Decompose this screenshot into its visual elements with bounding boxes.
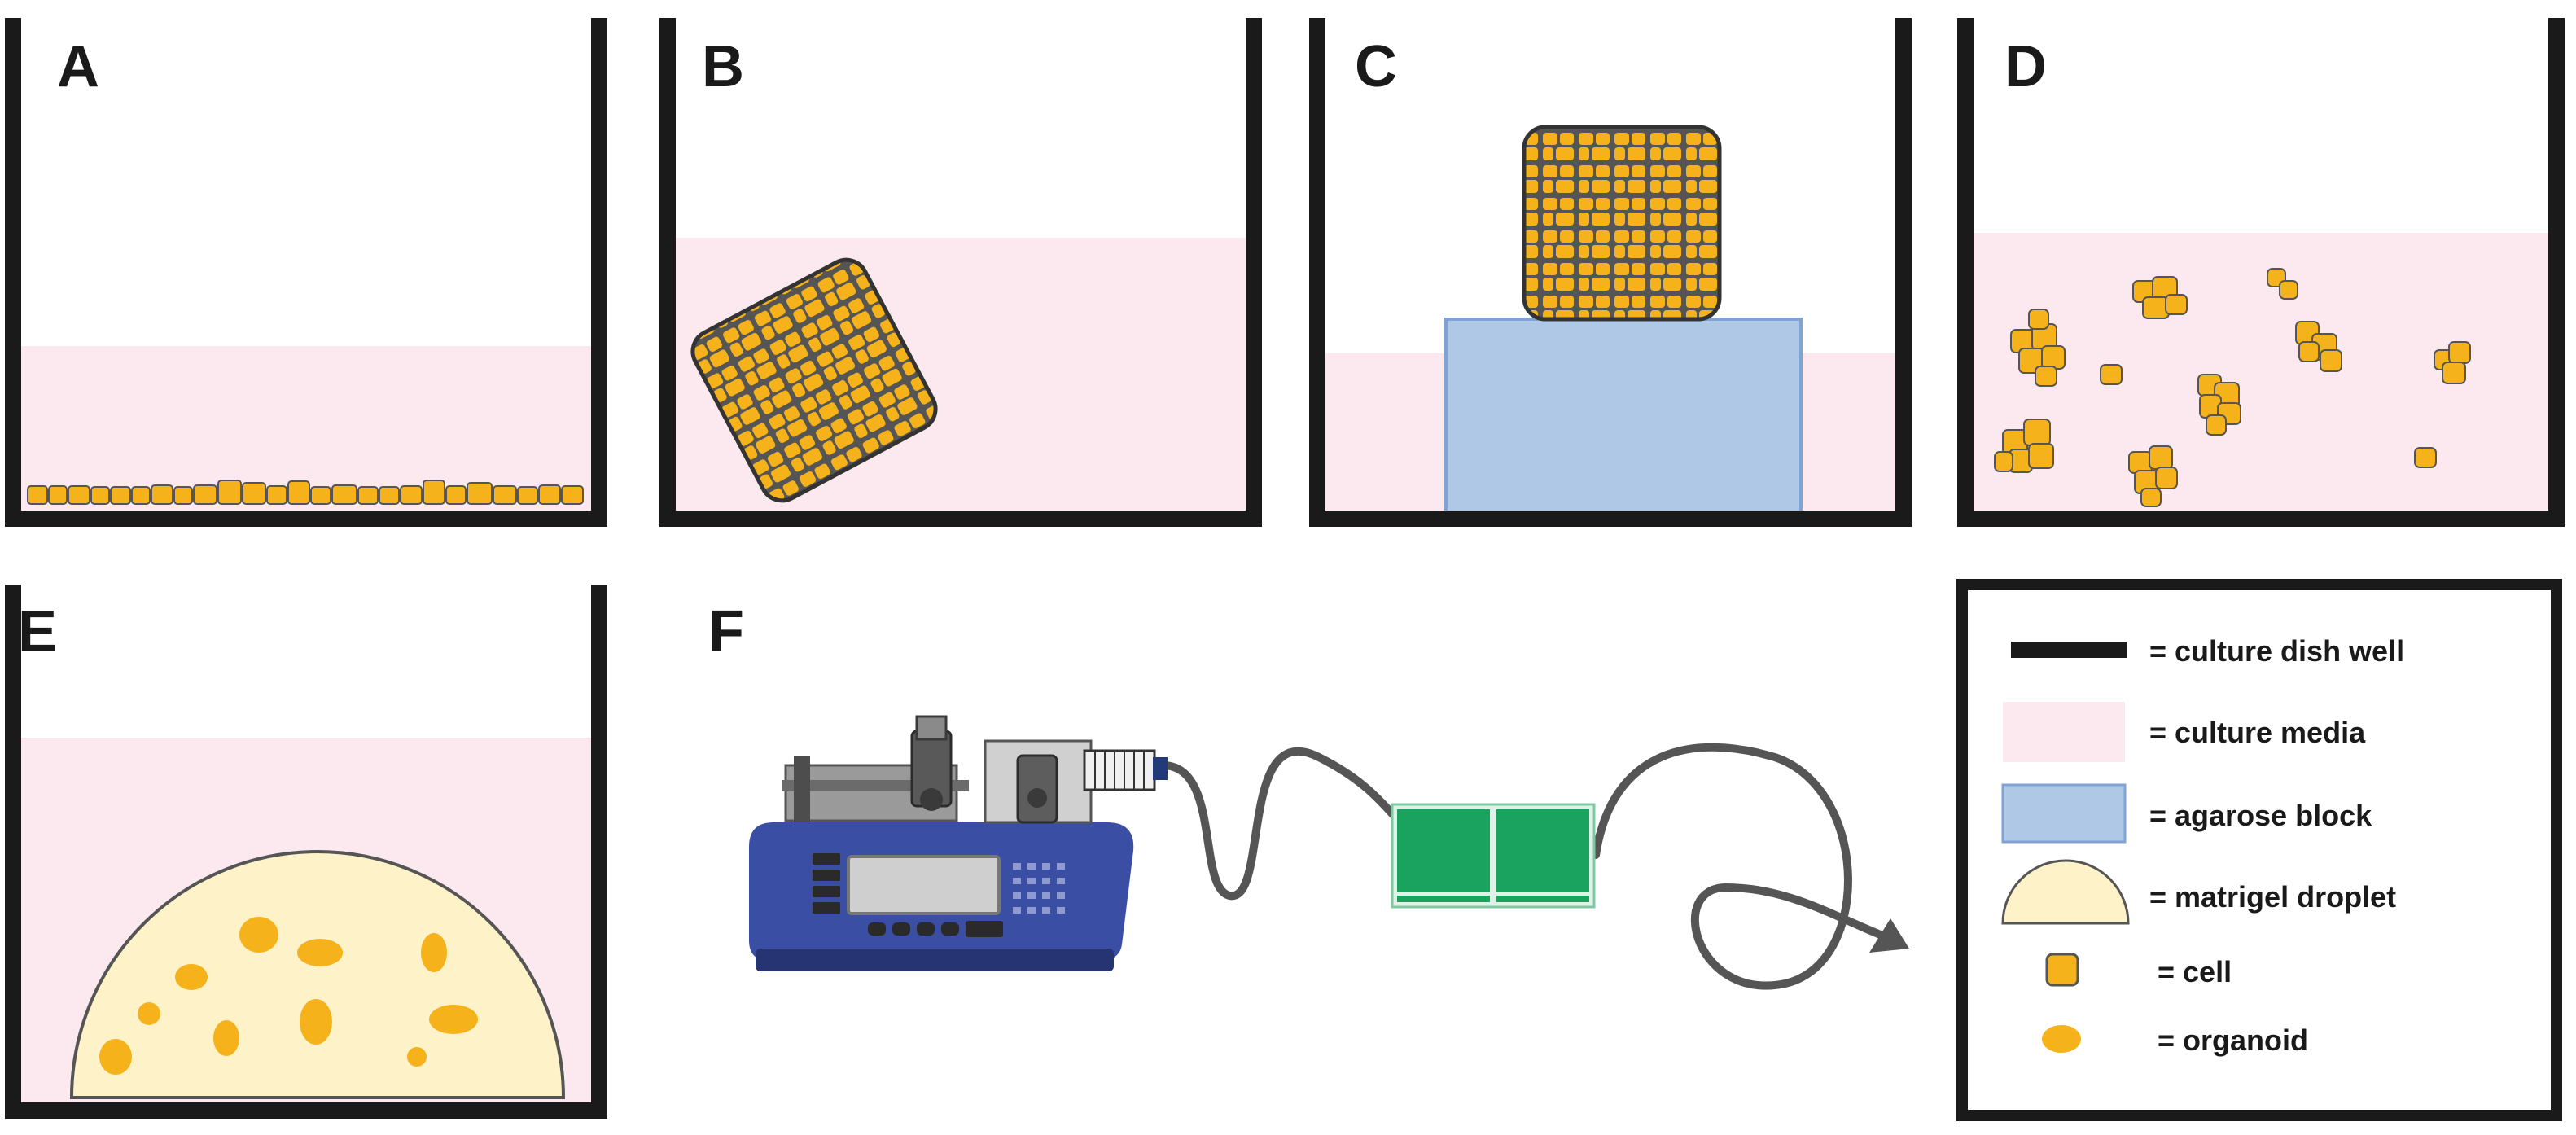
culture-dish-well [5, 585, 607, 1119]
panel-letter-a: A [57, 34, 99, 99]
syringe-pump [749, 715, 1168, 971]
microfluidic-chip [1391, 803, 1596, 909]
cell-monolayer [27, 480, 584, 505]
legend-symbol-cell [2045, 953, 2079, 987]
pump-keypad [1013, 863, 1065, 914]
legend-label-culture-dish-well: = culture dish well [2149, 634, 2404, 668]
legend-symbol-organoid [2042, 1025, 2081, 1053]
panel-letter-c: C [1355, 34, 1397, 99]
panel-f: F [708, 599, 1909, 990]
culture-dish-well [659, 18, 1262, 527]
panel-letter-d: D [2004, 34, 2047, 99]
legend-symbol-culture-media [2003, 702, 2125, 762]
cell-cluster [1522, 125, 1722, 322]
panel-c: C [1309, 18, 1912, 527]
culture-dish-well [5, 18, 607, 527]
legend-label-culture-media: = culture media [2149, 716, 2366, 749]
inlet-tubing [1159, 747, 1404, 901]
panel-letter-f: F [708, 599, 744, 664]
culture-dish-well [1309, 18, 1912, 527]
organoids [99, 917, 478, 1075]
pump-display [847, 855, 1001, 915]
culture-dish-well [1957, 18, 2565, 527]
matrigel-droplet [69, 850, 566, 1099]
legend-symbol-culture-dish-well [2011, 642, 2127, 658]
cell-cluster [690, 257, 938, 503]
legend-label-organoid: = organoid [2158, 1023, 2308, 1057]
panel-letter-e: E [18, 599, 57, 664]
panel-b: B [659, 18, 1262, 527]
flow-arrowhead [1869, 918, 1909, 953]
legend-symbol-matrigel-droplet [2001, 859, 2130, 925]
legend-label-agarose-block: = agarose block [2149, 799, 2372, 832]
legend-symbol-agarose-block [2001, 783, 2127, 844]
panel-letter-b: B [702, 34, 744, 99]
legend-label-matrigel-droplet: = matrigel droplet [2149, 880, 2396, 914]
cell-aggregates [1994, 268, 2471, 507]
agarose-block [1444, 318, 1803, 520]
panel-d: D [1957, 18, 2565, 527]
panel-e: E [5, 585, 607, 1119]
legend: = culture dish well = culture media = ag… [1956, 579, 2562, 1121]
panel-a: A [5, 18, 607, 527]
legend-label-cell: = cell [2158, 955, 2232, 988]
outlet-tubing [1592, 743, 1893, 990]
